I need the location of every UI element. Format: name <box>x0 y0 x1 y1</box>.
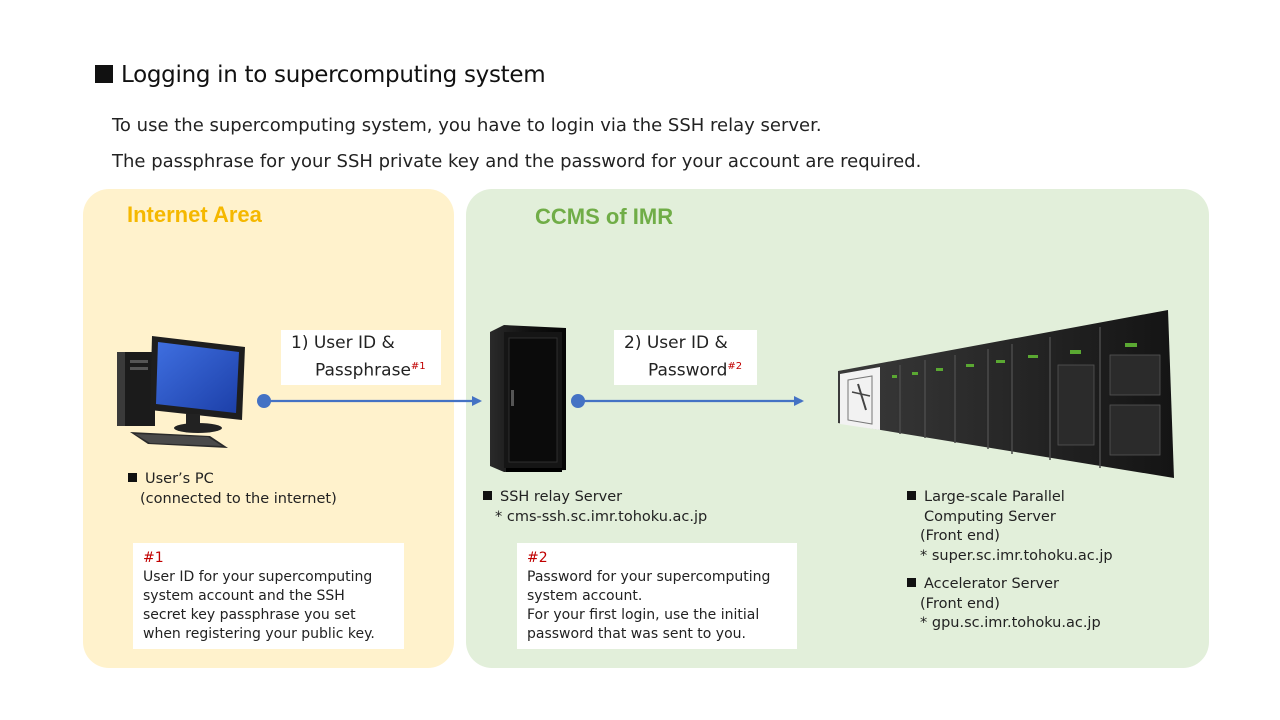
accelerator-server-caption: Accelerator Server (Front end) * gpu.sc.… <box>907 575 1101 634</box>
note-2-ref: #2 <box>527 550 548 566</box>
supercomputer-row-icon <box>838 310 1174 478</box>
accelerator-detail: (Front end) <box>920 595 1000 612</box>
note-1-line: when registering your public key. <box>143 626 375 642</box>
desktop-pc-icon <box>117 336 245 448</box>
arrow-step-1 <box>257 394 482 408</box>
large-scale-host: * super.sc.imr.tohoku.ac.jp <box>920 547 1113 564</box>
users-pc-caption: User’s PC (connected to the internet) <box>128 470 337 509</box>
intro-line-2: The passphrase for your SSH private key … <box>112 151 922 172</box>
page-title-text: Logging in to supercomputing system <box>121 62 546 88</box>
square-bullet-icon <box>907 578 916 587</box>
step-1-label: 1) User ID & Passphrase#1 <box>281 330 441 385</box>
step-1-credential: Passphrase <box>315 360 411 381</box>
large-scale-server-caption: Large-scale Parallel Computing Server (F… <box>907 488 1113 566</box>
square-bullet-icon <box>95 65 113 83</box>
note-2-line: system account. <box>527 588 643 604</box>
step-1-line-1: 1) User ID & <box>291 333 395 353</box>
accelerator-name: Accelerator Server <box>924 576 1060 592</box>
intro-line-1: To use the supercomputing system, you ha… <box>112 115 822 136</box>
large-scale-name-2: Computing Server <box>924 508 1056 525</box>
square-bullet-icon <box>907 491 916 500</box>
step-2-line-1: 2) User ID & <box>624 333 728 353</box>
note-1: #1 User ID for your supercomputing syste… <box>133 543 404 649</box>
ssh-relay-host: * cms-ssh.sc.imr.tohoku.ac.jp <box>495 508 708 525</box>
internet-area-title: Internet Area <box>127 202 262 227</box>
ssh-relay-caption: SSH relay Server * cms-ssh.sc.imr.tohoku… <box>483 488 707 527</box>
accelerator-host: * gpu.sc.imr.tohoku.ac.jp <box>920 615 1101 631</box>
note-2-line: Password for your supercomputing <box>527 569 771 585</box>
note-1-line: User ID for your supercomputing <box>143 569 373 585</box>
server-rack-icon <box>490 325 566 472</box>
arrow-step-2 <box>571 394 804 408</box>
note-1-line: system account and the SSH <box>143 588 345 604</box>
large-scale-detail: (Front end) <box>920 528 1000 544</box>
users-pc-detail: (connected to the internet) <box>140 490 337 507</box>
square-bullet-icon <box>483 491 492 500</box>
note-2-line: password that was sent to you. <box>527 626 746 642</box>
step-2-line-2: Password#2 <box>624 355 742 383</box>
step-2-credential: Password <box>648 360 728 381</box>
note-2-line: For your first login, use the initial <box>527 607 760 623</box>
ssh-relay-name: SSH relay Server <box>500 489 623 505</box>
note-2: #2 Password for your supercomputing syst… <box>517 543 797 649</box>
note-1-line: secret key passphrase you set <box>143 607 356 623</box>
ccms-area-title: CCMS of IMR <box>535 204 674 229</box>
step-1-line-2: Passphrase#1 <box>291 355 426 383</box>
large-scale-name-1: Large-scale Parallel <box>924 489 1065 505</box>
page-title: Logging in to supercomputing system <box>95 62 546 88</box>
square-bullet-icon <box>128 473 137 482</box>
step-2-label: 2) User ID & Password#2 <box>614 330 757 385</box>
note-1-ref: #1 <box>143 550 164 566</box>
step-1-ref: #1 <box>410 361 426 372</box>
step-2-ref: #2 <box>727 361 743 372</box>
users-pc-name: User’s PC <box>145 471 214 487</box>
